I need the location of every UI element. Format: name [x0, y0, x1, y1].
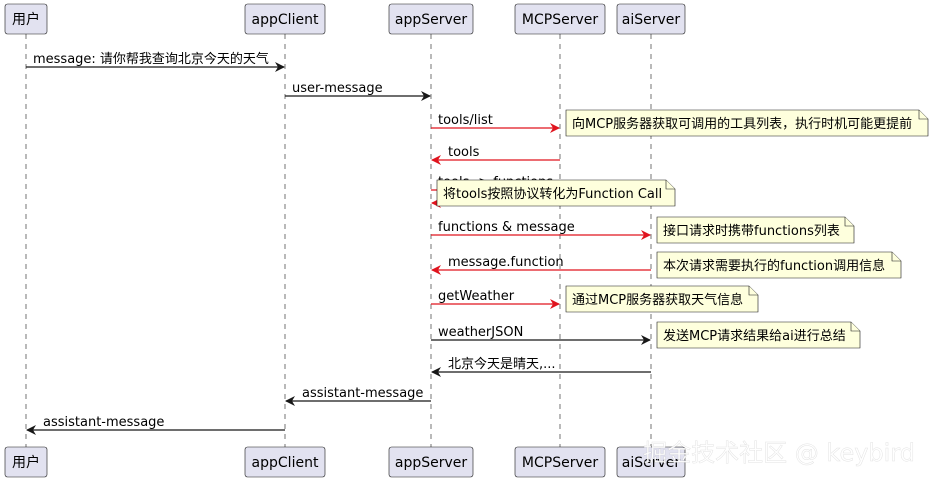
note-box [436, 179, 676, 207]
watermark-text: 掘金技术社区 @ keybird [643, 439, 915, 467]
message-8: weatherJSON [431, 325, 651, 345]
message-label: 北京今天是晴天,... [448, 356, 556, 372]
message-5: functions & message [431, 220, 651, 240]
message-0: message: 请你帮我查询北京今天的天气 [26, 51, 285, 72]
note-5: 接口请求时携带functions列表 [656, 216, 855, 244]
participant-label: appServer [395, 455, 468, 471]
participant-foot-mcpServer: MCPServer [514, 446, 606, 478]
note-fold [891, 252, 901, 262]
participant-label: 用户 [12, 454, 40, 471]
participant-feet: 用户 appClient appServer MCPServer aiServer [4, 446, 686, 478]
note-text: 接口请求时携带functions列表 [663, 223, 840, 239]
participant-heads: 用户 appClient appServer MCPServer aiServer [4, 3, 686, 35]
message-6: message.function [431, 255, 651, 275]
note-fold [850, 322, 860, 332]
participant-head-appClient: appClient [244, 3, 326, 35]
note-box [656, 321, 861, 349]
message-label: tools [448, 145, 480, 160]
message-9: 北京今天是晴天,... [431, 356, 651, 377]
note-8: 发送MCP请求结果给ai进行总结 [656, 321, 861, 349]
message-3: tools [431, 145, 560, 165]
participant-label: aiServer [622, 455, 681, 471]
participant-label: appServer [395, 12, 468, 28]
note-text: 向MCP服务器获取可调用的工具列表，执行时机可能更提前 [572, 116, 912, 132]
note-text: 发送MCP请求结果给ai进行总结 [663, 328, 846, 344]
note-7: 通过MCP服务器获取天气信息 [565, 285, 759, 313]
note-2: 向MCP服务器获取可调用的工具列表，执行时机可能更提前 [565, 109, 929, 137]
participant-head-appServer: appServer [388, 3, 474, 35]
note-text: 本次请求需要执行的function调用信息 [663, 258, 885, 274]
notes: 向MCP服务器获取可调用的工具列表，执行时机可能更提前将tools按照协议转化为… [436, 109, 929, 349]
note-box [565, 109, 929, 137]
note-text: 通过MCP服务器获取天气信息 [572, 292, 743, 308]
messages: message: 请你帮我查询北京今天的天气 user-message tools/… [26, 51, 651, 435]
message-label: assistant-message [43, 415, 164, 430]
note-fold [665, 180, 675, 190]
message-2: tools/list [431, 113, 560, 133]
note-fold [844, 217, 854, 227]
participant-label: 用户 [12, 11, 40, 28]
note-fold [748, 286, 758, 296]
message-label: user-message [292, 81, 383, 96]
participant-head-user: 用户 [4, 3, 48, 35]
message-1: user-message [285, 81, 431, 101]
message-label: weatherJSON [438, 325, 523, 340]
message-7: getWeather [431, 289, 560, 309]
participant-head-mcpServer: MCPServer [514, 3, 606, 35]
participant-foot-appClient: appClient [244, 446, 326, 478]
message-label: assistant-message [302, 386, 423, 401]
message-label: tools/list [438, 113, 493, 128]
message-label: message: 请你帮我查询北京今天的天气 [33, 51, 269, 67]
participant-label: MCPServer [522, 455, 598, 471]
message-label: message.function [448, 255, 564, 270]
lifelines [25, 34, 652, 447]
message-label: functions & message [438, 220, 575, 235]
note-text: 将tools按照协议转化为Function Call [443, 187, 662, 202]
participant-foot-aiServer: aiServer [616, 446, 686, 478]
participant-foot-user: 用户 [4, 446, 48, 478]
participant-label: appClient [252, 455, 319, 471]
note-box [565, 285, 759, 313]
participant-foot-appServer: appServer [388, 446, 474, 478]
participant-label: MCPServer [522, 12, 598, 28]
message-11: assistant-message [26, 415, 285, 435]
participant-label: aiServer [622, 12, 681, 28]
note-4: 将tools按照协议转化为Function Call [436, 179, 676, 207]
note-box [656, 251, 902, 279]
message-10: assistant-message [285, 386, 431, 406]
note-fold [918, 110, 928, 120]
participant-label: appClient [252, 12, 319, 28]
note-6: 本次请求需要执行的function调用信息 [656, 251, 902, 279]
note-box [656, 216, 855, 244]
participant-head-aiServer: aiServer [616, 3, 686, 35]
message-label: getWeather [438, 289, 515, 304]
